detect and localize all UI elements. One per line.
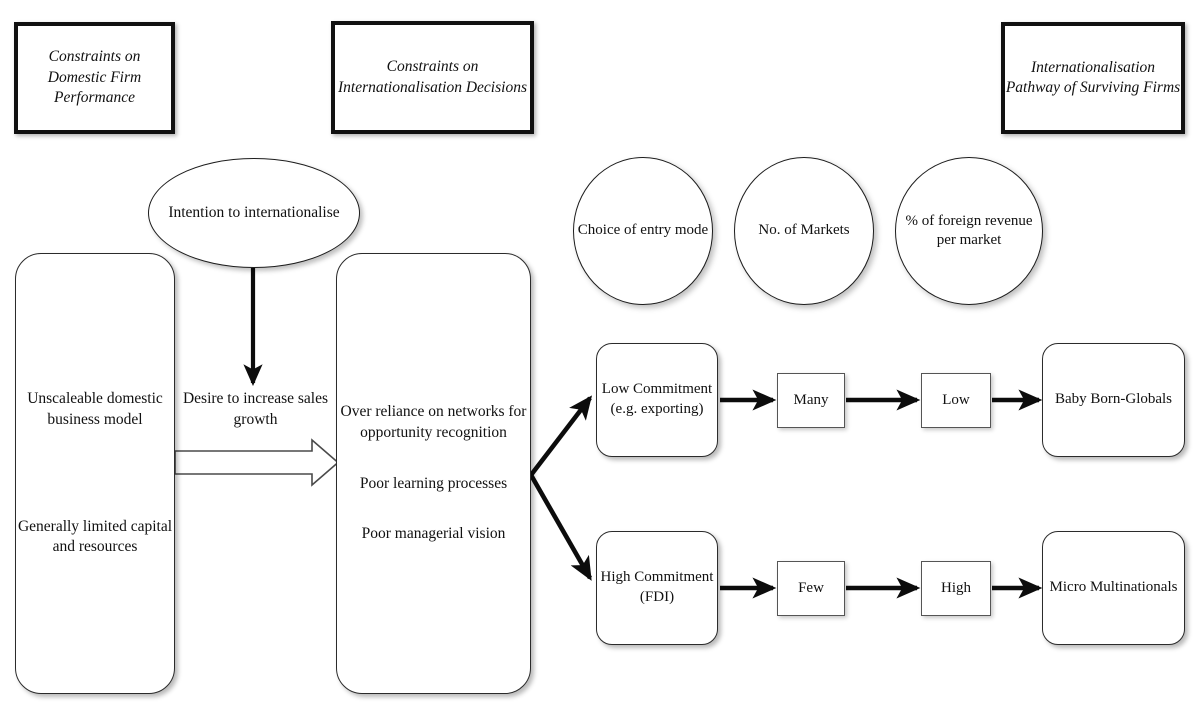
constraint-item: Over reliance on networks for opportunit… xyxy=(340,402,527,441)
arrow-branch-to-high-commitment xyxy=(529,473,592,581)
box-revenue-high: High xyxy=(921,561,991,616)
banner-label: Internationalisation Pathway of Survivin… xyxy=(1005,58,1181,96)
pathway-markets-label: Few xyxy=(798,580,824,596)
circle-percent-foreign-revenue-per-market: % of foreign revenue per market xyxy=(895,157,1043,305)
box-low-commitment: Low Commitment (e.g. exporting) xyxy=(596,343,718,457)
circle-label: Choice of entry mode xyxy=(577,222,709,239)
constraint-item: Generally limited capital and resources xyxy=(17,517,173,556)
circle-label: % of foreign revenue per market xyxy=(905,212,1033,249)
pathway-outcome-label: Micro Multinationals xyxy=(1049,579,1178,596)
pathway-commitment-label: High Commitment (FDI) xyxy=(600,569,714,605)
ellipse-label: Intention to internationalise xyxy=(168,203,340,221)
pathway-revenue-label: High xyxy=(941,580,971,596)
pathway-commitment-label: Low Commitment (e.g. exporting) xyxy=(601,381,713,417)
ellipse-intention-to-internationalise: Intention to internationalise xyxy=(148,158,360,268)
constraint-item: Poor learning processes xyxy=(359,474,508,492)
circle-no-of-markets: No. of Markets xyxy=(734,157,874,305)
banner-constraints-domestic-firm-performance: Constraints on Domestic Firm Performance xyxy=(14,22,175,134)
box-outcome-baby-born-globals: Baby Born-Globals xyxy=(1042,343,1185,457)
label-desire-to-increase-sales-growth: Desire to increase sales growth xyxy=(182,390,329,428)
box-revenue-low: Low xyxy=(921,373,991,428)
constraint-item: Poor managerial vision xyxy=(361,525,506,543)
arrow-branch-to-low-commitment xyxy=(529,395,593,477)
banner-label: Constraints on Internationalisation Deci… xyxy=(337,58,527,96)
box-markets-few: Few xyxy=(777,561,845,616)
banner-constraints-internationalisation-decisions: Constraints on Internationalisation Deci… xyxy=(331,21,534,134)
panel-internationalisation-constraints: Over reliance on networks for opportunit… xyxy=(336,253,531,694)
pathway-outcome-label: Baby Born-Globals xyxy=(1054,391,1173,408)
circle-choice-of-entry-mode: Choice of entry mode xyxy=(573,157,713,305)
block-arrow-domestic-to-intl xyxy=(174,438,340,487)
banner-label: Constraints on Domestic Firm Performance xyxy=(47,48,142,107)
box-outcome-micro-multinationals: Micro Multinationals xyxy=(1042,531,1185,645)
pathway-markets-label: Many xyxy=(793,392,829,408)
pathway-revenue-label: Low xyxy=(942,392,970,408)
banner-internationalisation-pathway: Internationalisation Pathway of Survivin… xyxy=(1001,22,1185,134)
panel-domestic-constraints: Unscaleable domestic business model Gene… xyxy=(15,253,175,694)
constraint-item: Unscaleable domestic business model xyxy=(27,389,163,428)
box-high-commitment: High Commitment (FDI) xyxy=(596,531,718,645)
box-markets-many: Many xyxy=(777,373,845,428)
circle-label: No. of Markets xyxy=(758,222,850,239)
